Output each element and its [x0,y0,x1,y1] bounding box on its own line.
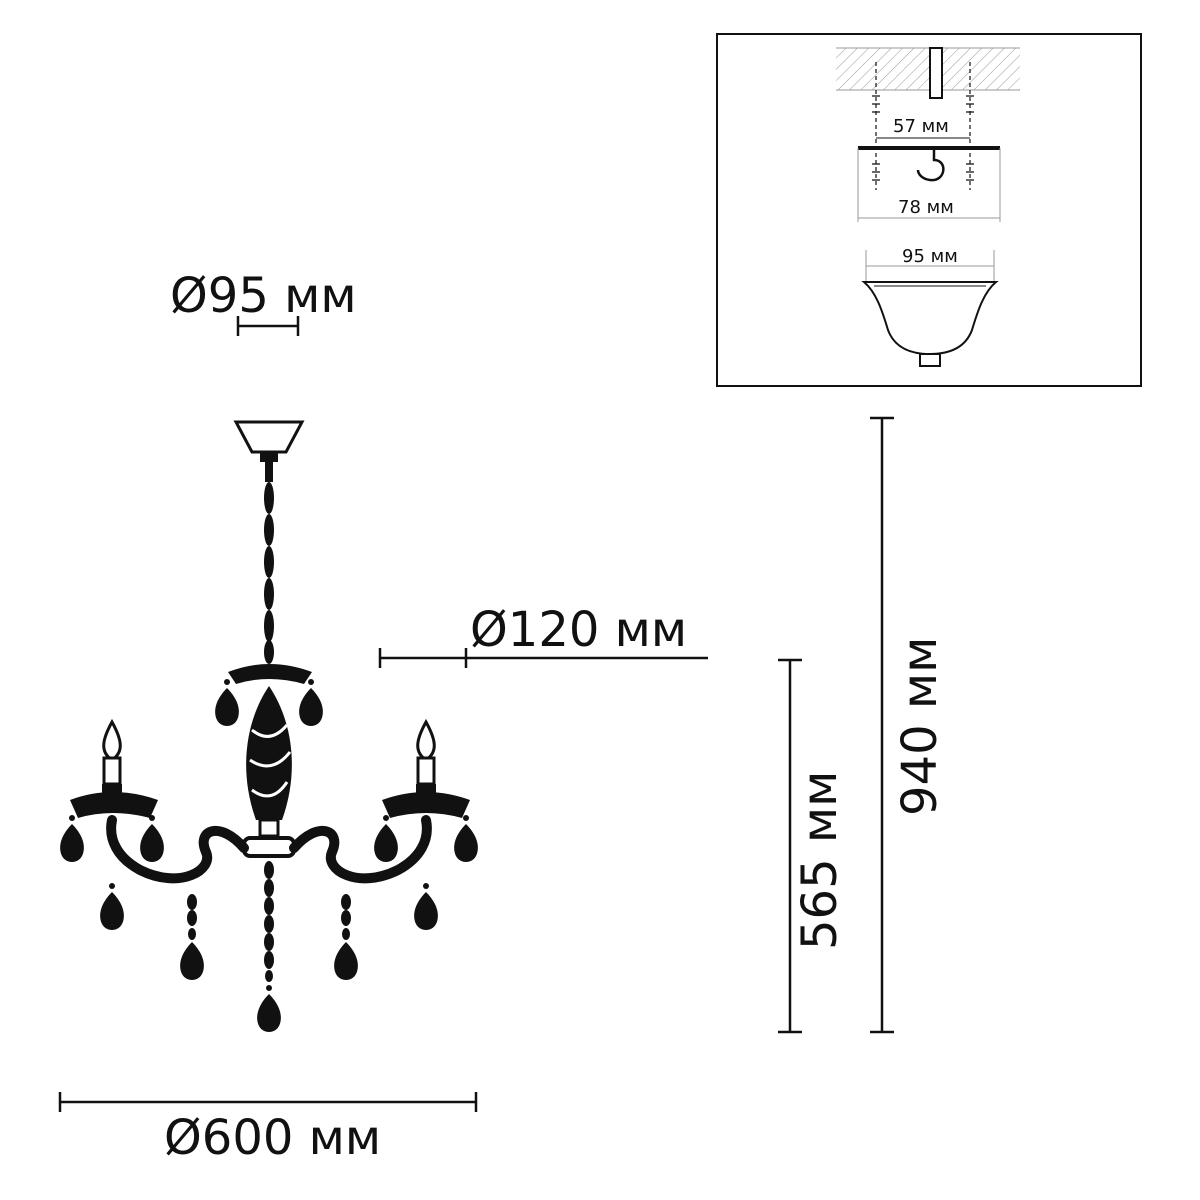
bracket-width-label: 78 мм [898,197,954,218]
total-height-label: 940 мм [892,637,948,816]
dimension-lines [58,316,894,1112]
upper-crown [215,664,323,726]
canopy-width-label: 95 мм [902,246,958,267]
body-diameter-label: Ø120 мм [470,602,687,658]
canopy-diameter-label: Ø95 мм [170,268,357,324]
chandelier-drawing [60,420,478,1032]
center-hub [242,836,296,858]
canopy-cup [861,281,999,367]
overall-diameter-label: Ø600 мм [164,1110,381,1166]
hook-icon [916,150,945,182]
ceiling-canopy [233,420,305,462]
body-height-label: 565 мм [792,771,848,950]
central-stem [246,686,292,838]
candle-left [60,718,164,930]
arms [106,815,432,884]
screw-spacing-label: 57 мм [893,116,949,137]
suspension-chain [264,462,274,664]
bead-strings [180,861,358,1032]
candle-right [374,718,478,930]
mounting-detail-inset: 57 мм 78 мм 95 мм [716,33,1142,387]
mounting-screws [872,62,974,190]
ceiling-section [836,47,1020,99]
